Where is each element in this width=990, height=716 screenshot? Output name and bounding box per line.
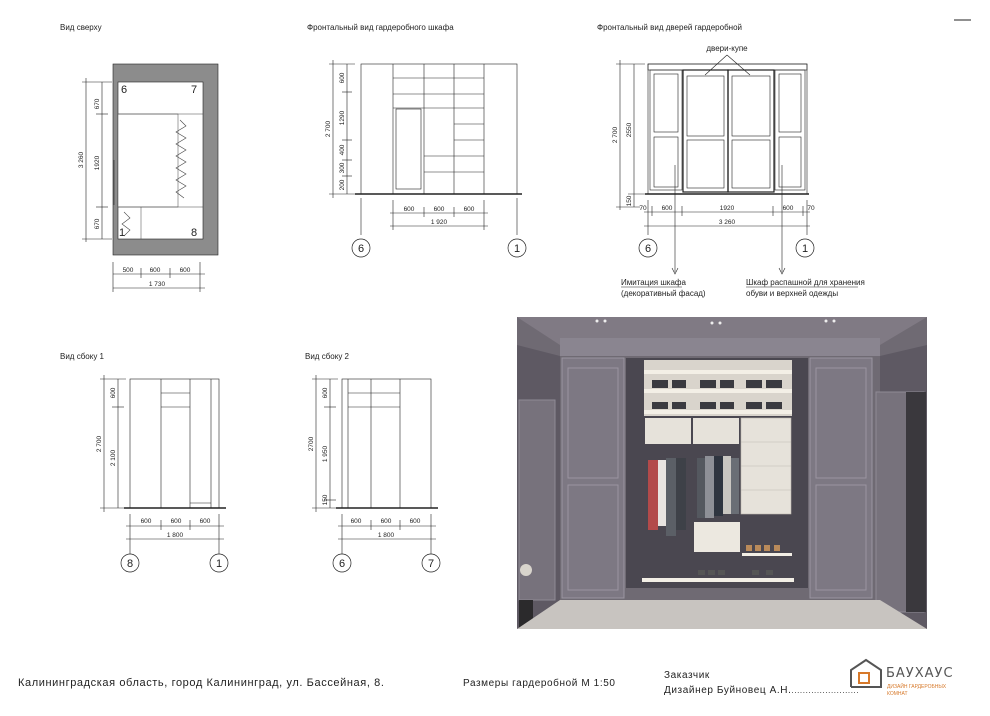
side1-marker-left: 8 [127,558,133,570]
designer-signature-line: ........................ [791,686,860,695]
front-doors-vdims [616,60,645,210]
doors-dim-h-4: 70 [807,205,815,212]
doors-dim-v-0: 2550 [626,122,633,137]
view-title-front-cabinet: Фронтальный вид гардеробного шкафа [307,23,454,32]
view-title-front-doors: Фронтальный вид дверей гардеробной [597,23,742,32]
front-cabinet-drawing [355,63,522,195]
doors-dim-v-1: 150 [626,195,633,206]
side2-drawing [336,378,438,509]
front-dim-v-total: 2 700 [325,120,332,137]
doors-dim-h-2: 1920 [720,205,735,212]
top-dim-v-1: 1920 [94,155,101,170]
front-doors-hdims [644,200,810,235]
view-title-side2: Вид сбоку 2 [305,352,349,361]
doors-dim-h-total: 3 260 [719,219,736,226]
side1-dim-h-0: 600 [141,518,152,525]
footer-customer-label: Заказчик [664,670,710,681]
logo-sub-2: КОМНАТ [887,691,908,697]
front-marker-left: 6 [358,243,364,255]
doors-marker-left: 6 [645,243,651,255]
side2-vdims [312,375,338,512]
front-cabinet-vdims [329,60,355,198]
side1-dim-h-total: 1 800 [167,532,184,539]
front-dim-v-0: 600 [339,72,346,83]
front-dim-v-3: 300 [339,162,346,173]
top-dim-v-2: 670 [94,218,101,229]
top-dim-v-0: 670 [94,98,101,109]
note-left-2: (декоративный фасад) [621,289,706,298]
front-doors-markers: 6 1 [638,238,815,258]
front-dim-v-2: 400 [339,144,346,155]
front-marker-right: 1 [514,243,520,255]
doors-marker-right: 1 [802,243,808,255]
side2-dim-h-total: 1 800 [378,532,395,539]
front-dim-v-4: 200 [339,179,346,190]
front-dim-v-1: 1290 [339,110,346,125]
top-corner-8: 8 [191,227,197,239]
side2-dim-h-1: 600 [381,518,392,525]
logo-sub-1: ДИЗАЙН ГАРДЕРОБНЫХ [887,684,947,690]
side2-dim-v-total: 2700 [308,436,315,451]
wardrobe-render-image [517,317,927,629]
side1-dim-v-total: 2 700 [96,435,103,452]
view-title-top: Вид сверху [60,23,102,32]
front-doors-drawing [645,54,809,195]
side2-hdims [338,514,436,555]
top-corner-7: 7 [191,84,197,96]
side1-dim-v-1: 2 100 [110,449,117,466]
side1-marker-right: 1 [216,558,222,570]
doors-dim-h-1: 600 [662,205,673,212]
note-left-1: Имитация шкафа [621,278,686,287]
side2-dim-v-0: 600 [322,387,329,398]
top-view-vdims [82,78,112,242]
side1-drawing [124,378,226,509]
top-dim-h-1: 600 [150,267,161,274]
note-right-1: Шкаф распашной для хранения [746,278,865,287]
side1-markers: 8 1 [120,553,229,573]
front-dim-h-total: 1 920 [431,219,448,226]
side1-dim-v-0: 600 [110,387,117,398]
front-dim-h-0: 600 [404,206,415,213]
footer-designer: Дизайнер Буйновец А.Н...................… [664,685,859,696]
doors-dim-h-0: 70 [639,205,647,212]
doors-dim-h-3: 600 [783,205,794,212]
side1-vdims [100,375,126,512]
logo-name: БАУХАУС [886,666,954,681]
side2-marker-left: 6 [339,558,345,570]
side2-marker-right: 7 [428,558,434,570]
top-dim-h-0: 500 [123,267,134,274]
side2-dim-h-2: 600 [410,518,421,525]
footer-address: Калининградская область, город Калинингр… [18,677,385,689]
footer-scale: Размеры гардеробной М 1:50 [463,678,616,689]
side2-dim-v-1: 1 950 [322,445,329,462]
top-corner-1: 1 [119,227,125,239]
top-dim-h-2: 600 [180,267,191,274]
side1-dim-h-1: 600 [171,518,182,525]
top-view-plan: 6 7 1 8 [112,63,219,256]
designer-name: Дизайнер Буйновец А.Н. [664,685,792,696]
view-title-side1: Вид сбоку 1 [60,352,104,361]
side2-markers: 6 7 [332,553,441,573]
front-dim-h-1: 600 [434,206,445,213]
side2-dim-v-2: 150 [322,494,329,505]
top-dim-h-total: 1 730 [149,281,166,288]
note-right-2: обуви и верхней одежды [746,289,838,298]
front-cabinet-hdims [360,198,518,235]
note-sliding-doors: двери-купе [706,44,748,53]
front-cabinet-markers: 6 1 [351,238,527,258]
side1-hdims [126,514,224,555]
top-view-hdims [112,262,205,292]
doors-dim-v-total: 2 700 [612,126,619,143]
top-corner-6: 6 [121,84,127,96]
front-dim-h-2: 600 [464,206,475,213]
side2-dim-h-0: 600 [351,518,362,525]
top-dim-v-total: 3 260 [78,151,85,168]
doors-leader-lines [671,165,786,275]
side1-dim-h-2: 600 [200,518,211,525]
bauhaus-logo [850,658,882,688]
